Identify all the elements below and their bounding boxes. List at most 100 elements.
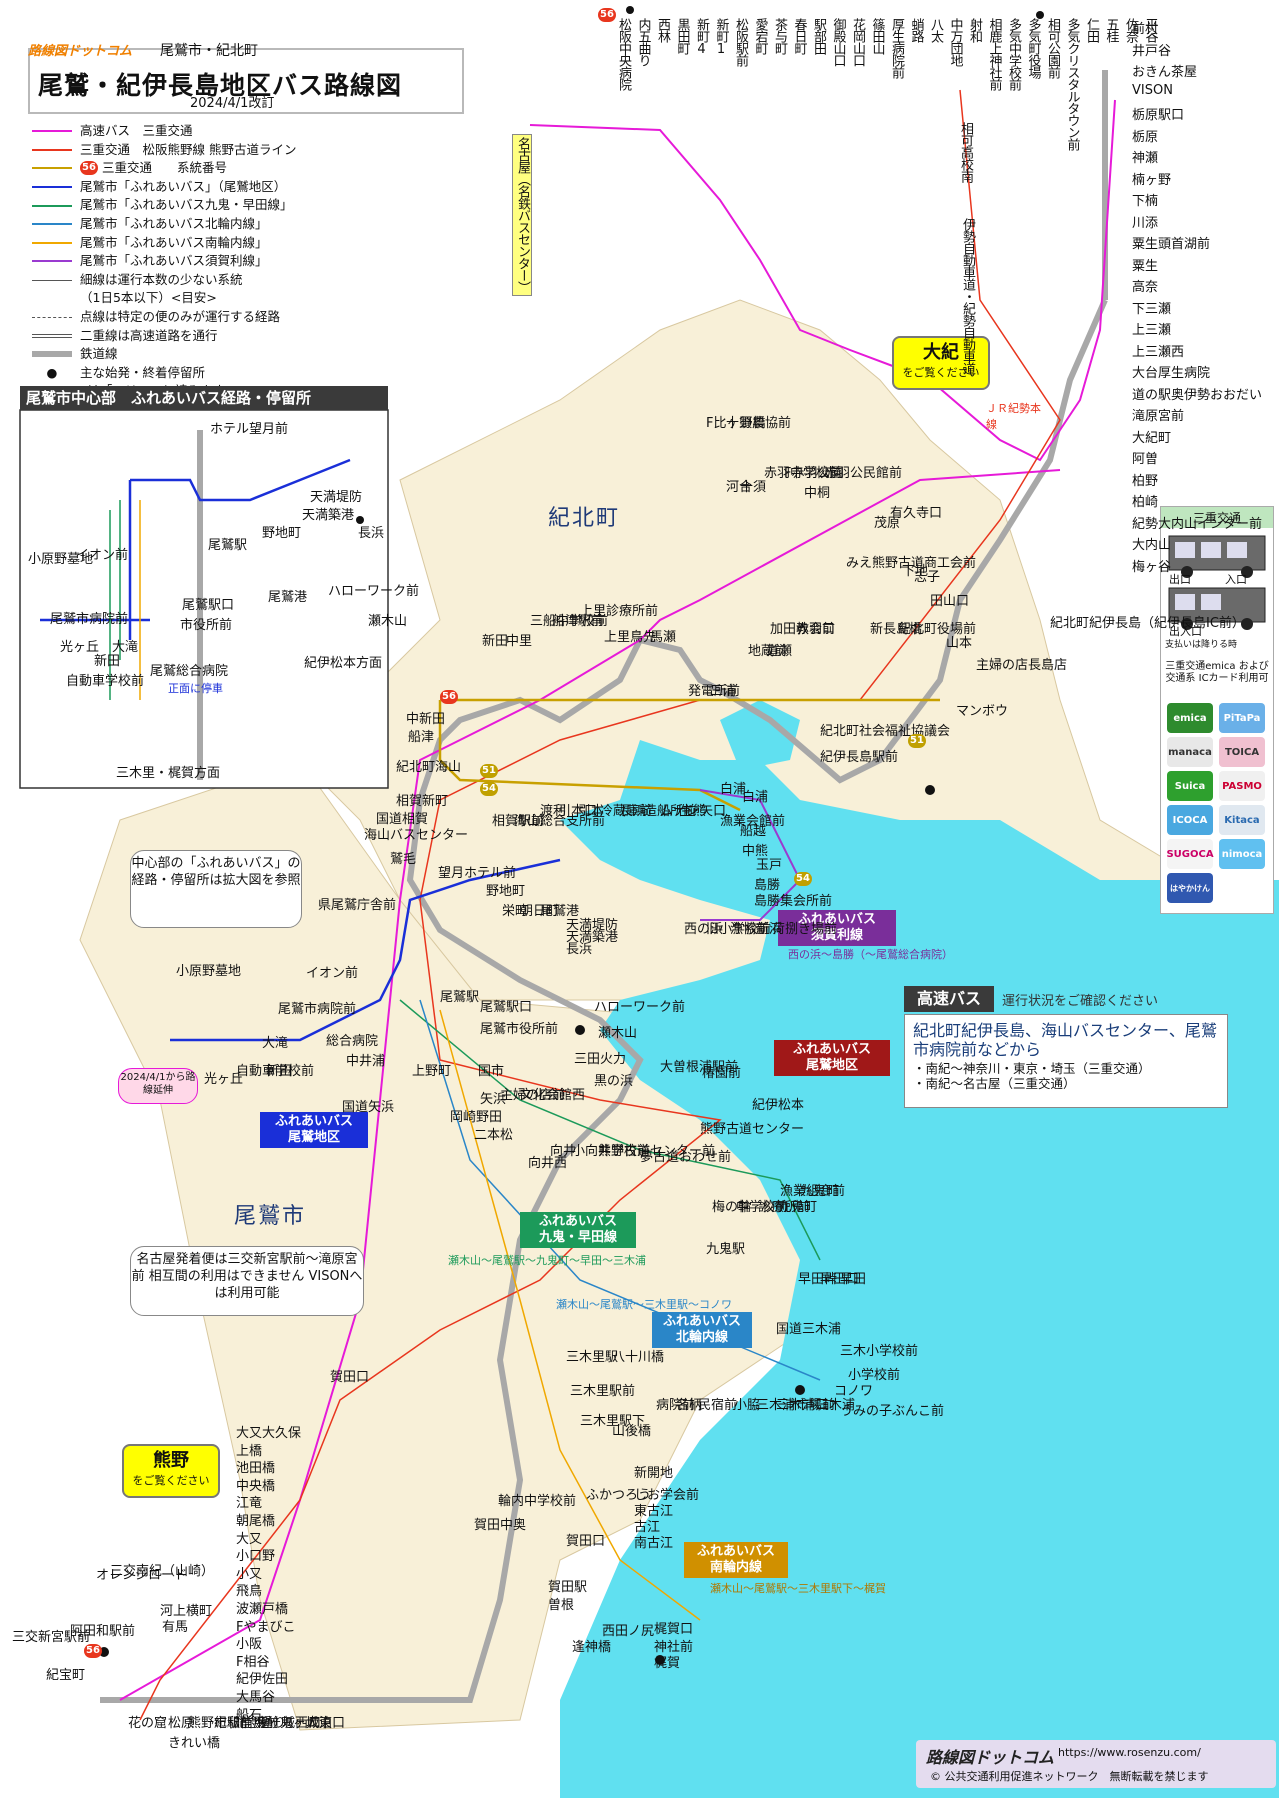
bus-stop-label: 栃原	[1132, 129, 1159, 145]
legend-text: 二重線は高速道路を通行	[80, 327, 218, 343]
bus-stop-label: 河合	[726, 480, 753, 495]
bus-stop-label: 五桂	[1103, 18, 1119, 42]
bus-stop-label: Fやまびこ	[236, 1619, 296, 1635]
owase-local-box: ふれあいバス 尾鷲地区	[260, 1112, 368, 1148]
kumano-callout-sub: をご覧ください	[132, 1474, 210, 1487]
sea	[560, 740, 1279, 1798]
bus-stop-label: 早田峠	[798, 1272, 838, 1287]
bus-stop-label: 松阪中央病院	[616, 18, 631, 90]
bus-stop-label: 新開地	[634, 1466, 674, 1481]
owase-center-box: ふれあいバス 尾鷲地区	[774, 1040, 890, 1076]
bus-stop-label: 道の駅奥伊勢おおだい	[1132, 387, 1263, 403]
inset-label: 市役所前	[180, 618, 233, 633]
legend-row: 尾鷲市「ふれあいバス」（尾鷲地区）	[32, 178, 296, 197]
bus-stop-label: 小口野	[236, 1549, 276, 1565]
bus-stop-label: 三浦	[710, 684, 737, 699]
bus-stop-label: 大又大久保	[236, 1426, 302, 1441]
bus-stop-label: 大滝	[262, 1036, 289, 1051]
oki-callout[interactable]: 大紀 をご覧ください	[892, 336, 990, 390]
inset-label: 尾鷲市病院前	[50, 612, 129, 627]
sugari-line-box: ふれあいバス 須賀利線	[778, 910, 896, 946]
region-name: 尾鷲市・紀北町	[160, 43, 258, 59]
legend-text: 三重交通 松阪熊野線 熊野古道ライン	[80, 141, 297, 157]
bus-stop-label: きれい橋	[168, 1736, 221, 1751]
legend-text: （1日5本以下）<目安>	[80, 290, 217, 306]
bus-stop-label: 小原野墓地	[176, 964, 242, 979]
bus-stop-label: 山本	[946, 636, 973, 651]
legend-row: 二重線は高速道路を通行	[32, 327, 296, 346]
bus-stop-label: 十須	[740, 480, 767, 495]
legend-text: 高速バス 三重交通	[80, 123, 193, 138]
bus-stop-label: 新田	[482, 634, 509, 649]
bus-stop-label: 愛宕町	[752, 18, 768, 54]
legend-row: 細線は運行本数の少ない系統	[32, 271, 296, 290]
red-route	[139, 89, 1061, 1721]
bus-stop-label: 大内山	[1132, 538, 1172, 553]
legend-text: 尾鷲市「ふれあいバス南輪内線」	[80, 234, 268, 250]
bus-stop-label: VISON	[1132, 82, 1173, 98]
bus-stop-label: 相可公園前	[1045, 18, 1060, 78]
inset-label: 大滝	[112, 640, 139, 655]
route-number-badge: 54	[480, 782, 498, 796]
ic-card: TOICA	[1219, 737, 1265, 767]
bus-stop-label: 鷲毛	[390, 852, 417, 867]
center-note: 中心部の「ふれあいバス」の経路・停留所は拡大図を参照	[130, 850, 302, 928]
expressway-label: 伊勢自動車道・紀勢自動車道	[960, 218, 975, 374]
bus-stop-label: 矢口	[700, 804, 727, 819]
bus-stop-label: 地蔵前	[748, 644, 788, 659]
bus-stop-label: 下地	[902, 564, 929, 579]
bus-stop-label: 朝尾橋	[236, 1514, 276, 1529]
bus-stop-label: 海山バスセンター	[364, 828, 469, 843]
bus-stop-label: 市場前	[796, 1398, 836, 1413]
inset-title: 尾鷲市中心部 ふれあいバス経路・停留所	[20, 386, 388, 410]
legend-swatch	[32, 279, 72, 281]
bus-stop-label: 冷蔵庫前	[600, 804, 653, 819]
bus-stop-label: 望月ホテル前	[438, 866, 517, 881]
footer-url[interactable]: https://www.rosenzu.com/	[1058, 1746, 1201, 1759]
bus-stop-label: 白浦	[720, 782, 747, 797]
bus-stop-label: 八十川橋	[612, 1350, 665, 1365]
footer-copyright: © 公共交通利用促進ネットワーク 無断転載を禁じます	[930, 1770, 1209, 1783]
legend-row: 鉄道線	[32, 345, 296, 364]
legend-swatch	[32, 333, 72, 338]
bus-stop-label: 三木小学校前	[840, 1344, 919, 1359]
kumano-callout[interactable]: 熊野 をご覧ください	[122, 1444, 220, 1498]
kitawa-line-label: ふれあいバス	[662, 1314, 741, 1329]
bus-stop-label: 新田	[266, 1064, 293, 1079]
bus-stop-label: 鳥先	[630, 630, 657, 645]
bus-stop-label: 御殿山口	[830, 18, 846, 66]
bus-stop-label: 神社前	[654, 1640, 694, 1655]
legend-row: 尾鷲市「ふれあいバス九鬼・早田線」	[32, 196, 296, 215]
bus-stop-label: 柏崎	[1132, 495, 1159, 510]
bus-stop-label: 主婦の店長島店	[976, 658, 1068, 673]
bus-stop-label: F比ヶ野橋	[706, 416, 766, 431]
bus-stop-label: 梅ヶ谷	[1132, 559, 1172, 575]
bus-stop-label: 仁田	[1084, 18, 1099, 42]
inset-label: 尾鷲総合病院	[150, 664, 229, 679]
bus-stop-label: 志子	[914, 570, 941, 585]
bay-kihoku	[720, 700, 800, 770]
bus-stop-label: 県尾鷲庁舎前	[318, 898, 397, 913]
kuki-line-sub: 瀬木山～尾鷲駅～九鬼町～早田～三木浦	[448, 1254, 646, 1267]
oki-callout-sub: をご覧ください	[902, 366, 980, 379]
title-panel	[28, 48, 464, 114]
bus-stop-label: 有久寺口	[890, 506, 943, 521]
legend-row: ●主な始発・終着停留所	[32, 364, 296, 383]
bus-stop-label: 三木里駅下	[580, 1414, 646, 1429]
legend-row: （1日5本以下）<目安>	[32, 289, 296, 308]
legend-text: 主な始発・終着停留所	[80, 364, 206, 380]
bus-stop-label: 熊野古道センター	[700, 1122, 805, 1137]
bus-stop-label: 賀田中奥	[474, 1518, 527, 1533]
ic-title: 三重交通emica および交通系 ICカード利用可	[1165, 661, 1269, 684]
bus-stop-label: 三船中学校前	[530, 614, 609, 629]
bus-stop-label: 賀田口	[330, 1370, 370, 1385]
bus-pay-label: 支払いは降りる時	[1165, 640, 1238, 650]
inset-label: 小原野墓地	[28, 552, 94, 567]
bus-stop-label: 自動車学校前	[236, 1064, 315, 1079]
bus-stop-label: 漁協前	[730, 922, 770, 937]
ic-card: はやかけん	[1167, 873, 1213, 903]
ic-card: ICOCA	[1167, 805, 1213, 835]
route-number-badge: 51	[908, 734, 926, 748]
bus-stop-label: おきん茶屋	[1132, 65, 1198, 80]
